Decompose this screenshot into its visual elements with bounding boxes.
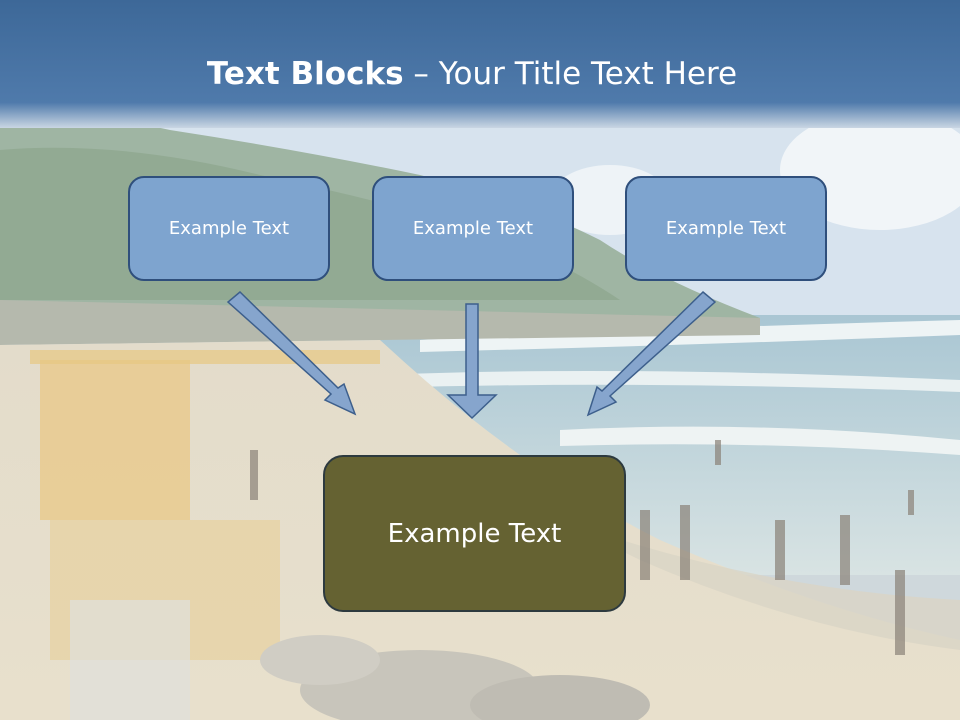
- main-text-block-label: Example Text: [387, 518, 562, 549]
- text-block-1-label: Example Text: [168, 218, 290, 239]
- text-block-2-label: Example Text: [412, 218, 534, 239]
- text-block-3-label: Example Text: [665, 218, 787, 239]
- title-dash: –: [403, 56, 439, 92]
- text-block-2: Example Text: [372, 176, 574, 281]
- main-text-block: Example Text: [323, 455, 626, 612]
- arrow-right: [586, 290, 717, 417]
- text-block-1: Example Text: [128, 176, 330, 281]
- arrow-left: [226, 290, 357, 416]
- text-block-3: Example Text: [625, 176, 827, 281]
- title-bold: Text Blocks: [206, 56, 404, 92]
- title-rest: Your Title Text Here: [438, 56, 738, 92]
- arrow-center: [446, 303, 498, 420]
- slide-title: Text Blocks – Your Title Text Here: [0, 52, 944, 96]
